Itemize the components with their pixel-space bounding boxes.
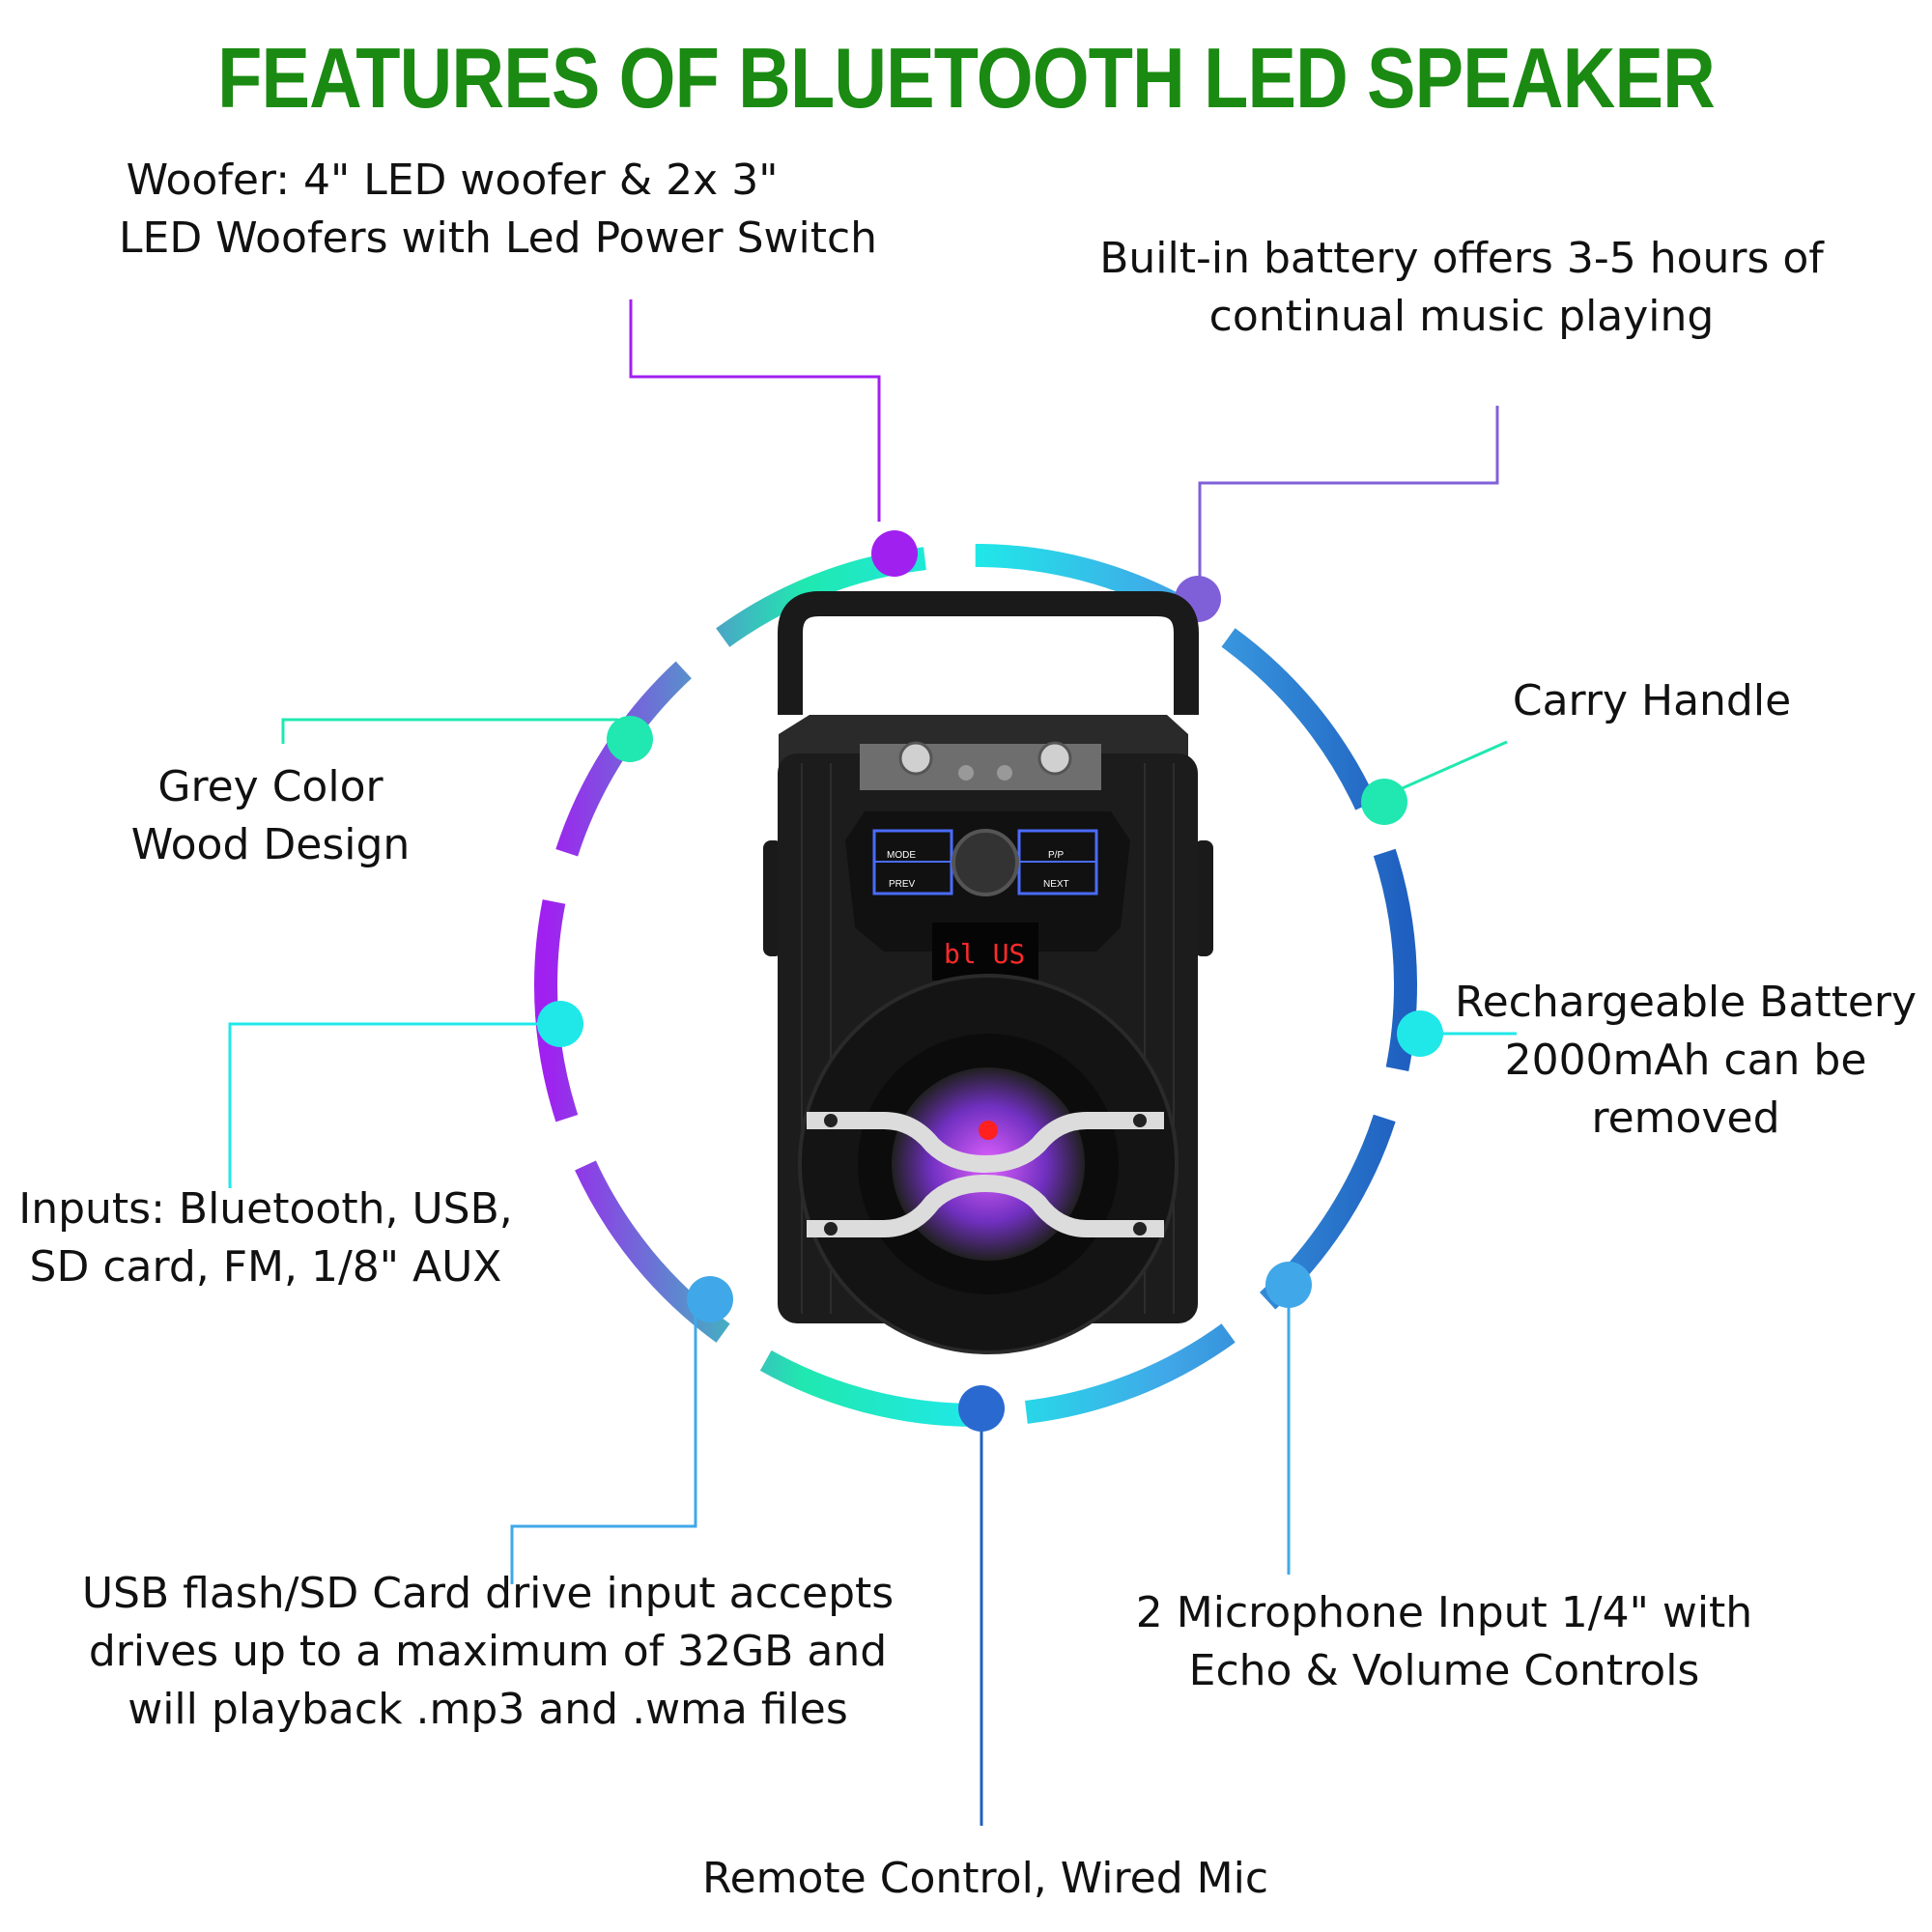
dot-inputs	[537, 1001, 583, 1047]
button-pp-label: P/P	[1048, 850, 1064, 861]
label-battery-life-line1: Built-in battery offers 3-5 hours of	[1099, 234, 1824, 283]
connector-lines	[228, 299, 1517, 1826]
label-microphone-line1: 2 Microphone Input 1/4" with	[1135, 1588, 1753, 1637]
label-inputs-line2: SD card, FM, 1/8" AUX	[29, 1242, 502, 1292]
label-usb-sd: USB flash/SD Card drive input accepts dr…	[39, 1565, 937, 1739]
ring-dots	[537, 530, 1443, 1432]
label-battery-life-line2: continual music playing	[1208, 292, 1715, 341]
dot-woofer	[871, 530, 918, 577]
connector-woofer	[629, 299, 881, 522]
label-woofer-line1: Woofer: 4" LED woofer & 2x 3"	[126, 156, 779, 205]
label-rechargeable-line1: Rechargeable Battery	[1454, 978, 1918, 1027]
label-woofer: Woofer: 4" LED woofer & 2x 3" LED Woofer…	[119, 152, 878, 268]
dot-rechargeable	[1397, 1010, 1443, 1057]
label-microphone: 2 Microphone Input 1/4" with Echo & Volu…	[1096, 1584, 1792, 1700]
label-rechargeable-line2: 2000mAh can be	[1504, 1036, 1867, 1085]
label-rechargeable-line3: removed	[1591, 1094, 1780, 1143]
label-remote-line1: Remote Control, Wired Mic	[701, 1854, 1269, 1903]
dot-design	[607, 716, 653, 762]
led-display-text: bl US	[944, 938, 1025, 970]
connector-design	[281, 718, 618, 744]
label-design: Grey Color Wood Design	[116, 758, 425, 874]
label-usb-sd-line3: will playback .mp3 and .wma files	[128, 1685, 848, 1734]
connector-battery-life	[1198, 406, 1499, 599]
label-microphone-line2: Echo & Volume Controls	[1188, 1646, 1700, 1695]
dot-microphone	[1265, 1262, 1312, 1308]
label-remote: Remote Control, Wired Mic	[599, 1850, 1372, 1908]
page-title: FEATURES OF BLUETOOTH LED SPEAKER	[217, 30, 1716, 126]
label-usb-sd-line1: USB flash/SD Card drive input accepts	[81, 1569, 895, 1618]
button-prev-label: PREV	[889, 879, 916, 890]
label-design-line2: Wood Design	[130, 820, 411, 869]
label-carry-handle: Carry Handle	[1497, 672, 1806, 730]
dot-usb-sd	[687, 1276, 733, 1322]
label-woofer-line2: LED Woofers with Led Power Switch	[119, 213, 878, 263]
connector-usb-sd	[510, 1299, 697, 1584]
label-inputs-line1: Inputs: Bluetooth, USB,	[18, 1184, 513, 1234]
label-inputs: Inputs: Bluetooth, USB, SD card, FM, 1/8…	[0, 1180, 531, 1296]
label-design-line1: Grey Color	[157, 762, 384, 811]
label-usb-sd-line2: drives up to a maximum of 32GB and	[88, 1627, 888, 1676]
label-rechargeable: Rechargeable Battery 2000mAh can be remo…	[1444, 974, 1927, 1148]
label-carry-handle-line1: Carry Handle	[1512, 676, 1792, 725]
button-mode-label: MODE	[887, 850, 916, 861]
speaker-image	[763, 591, 1213, 1354]
connector-inputs	[228, 1022, 560, 1188]
dot-carry-handle	[1361, 779, 1407, 825]
button-next-label: NEXT	[1043, 879, 1069, 890]
dot-remote	[958, 1385, 1005, 1432]
label-battery-life: Built-in battery offers 3-5 hours of con…	[1080, 230, 1843, 346]
